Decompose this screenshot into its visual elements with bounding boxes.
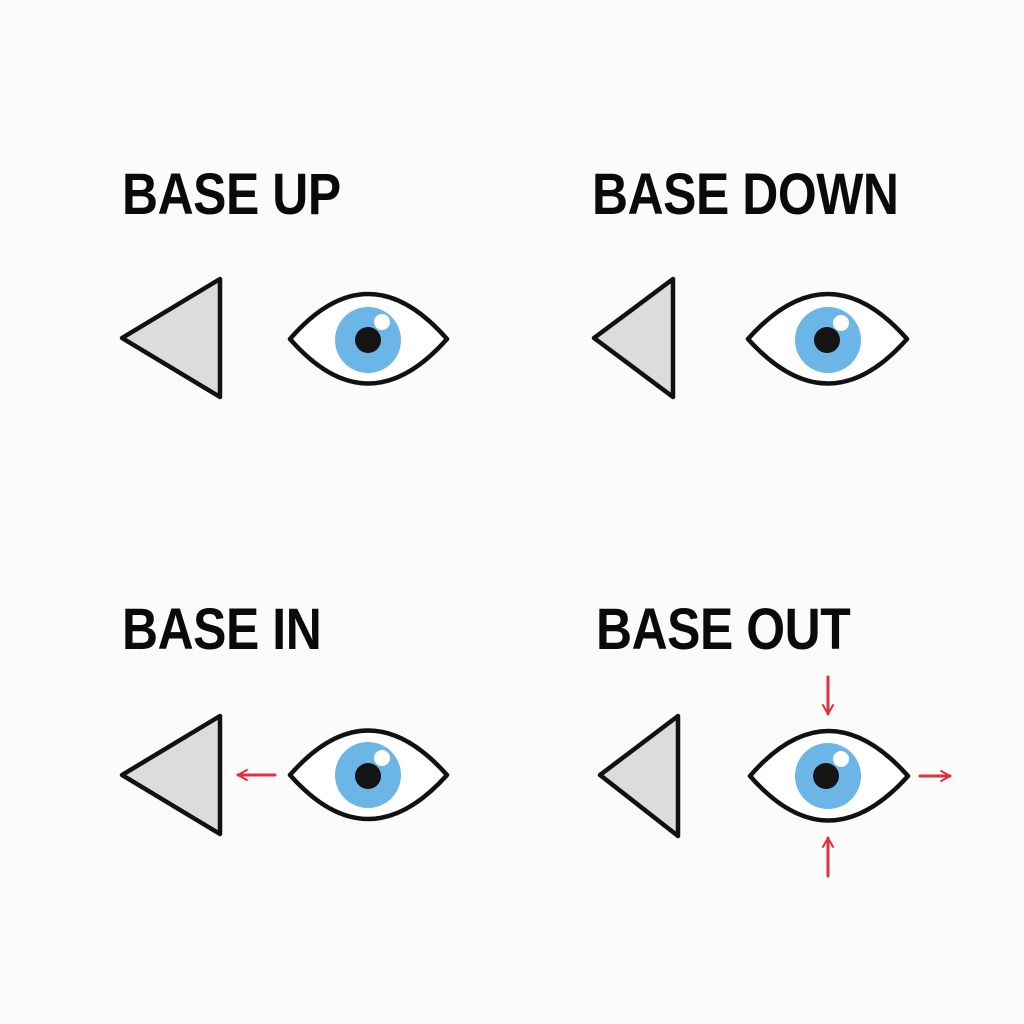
panel-base-down [591,276,910,400]
triangle-prism-icon [591,276,676,400]
triangle-prism-icon [119,713,223,837]
label-base-in: BASE IN [122,597,322,662]
label-base-out: BASE OUT [596,597,851,662]
triangle-prism-icon [597,713,681,839]
label-base-up: BASE UP [122,162,341,227]
eye-icon [747,728,911,823]
highlight [833,751,849,767]
triangle-prism-icon [119,276,223,400]
highlight [374,314,390,330]
label-base-down: BASE DOWN [592,162,899,227]
eye-icon [287,728,450,822]
pupil [813,763,839,789]
highlight [374,750,390,766]
panel-base-up [119,276,450,400]
panel-base-out [597,675,952,878]
pupil [355,327,381,353]
pupil [814,327,840,353]
eye-icon [287,291,450,386]
pupil [355,763,381,789]
eye-icon [745,291,910,386]
panel-base-in [119,713,450,837]
highlight [833,315,849,331]
